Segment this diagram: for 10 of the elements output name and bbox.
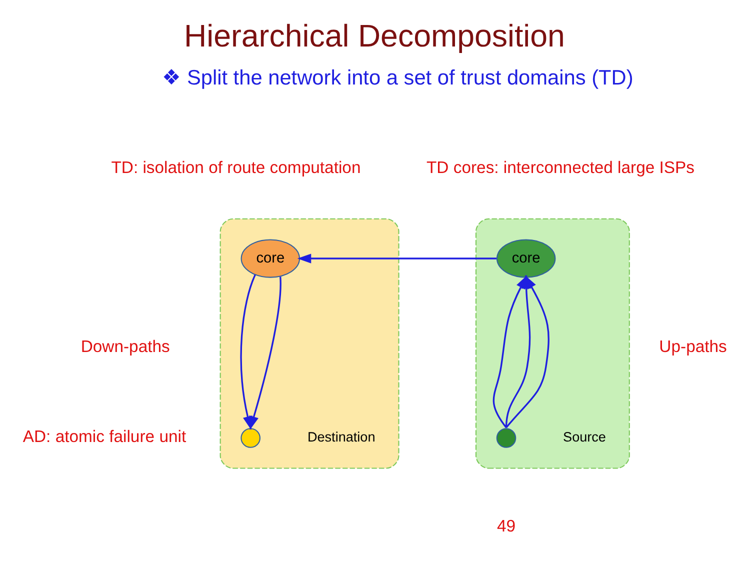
label: ❖ Split the network into a set of trust domains (TD) — [162, 66, 633, 89]
diagram-title: Hierarchical Decomposition — [184, 18, 564, 54]
label: TD cores: interconnected large ISPs — [426, 157, 694, 176]
label: Down-paths — [80, 336, 170, 356]
label: 49 — [496, 516, 516, 536]
label: Up-paths — [658, 336, 726, 356]
label: AD: atomic failure unit — [22, 426, 186, 446]
label: TD: isolation of route computation — [110, 157, 360, 176]
node-label: Source — [562, 429, 606, 444]
node-label: Destination — [306, 429, 375, 444]
